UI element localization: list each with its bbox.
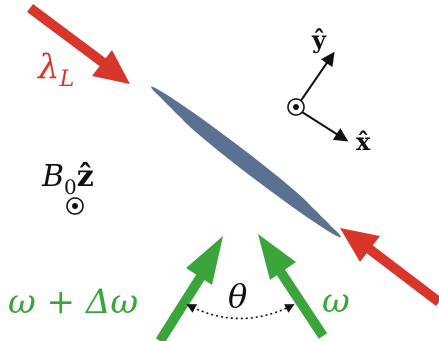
laser-wavelength-label: λL	[36, 47, 74, 92]
x-axis-line	[301, 111, 349, 142]
lattice-plane-4	[181, 116, 341, 238]
raman-arrowhead-right	[258, 234, 296, 280]
laser-beam-in	[27, 3, 130, 84]
y-axis-label: ŷ	[311, 25, 327, 54]
b-field-label: B0ẑ	[41, 159, 94, 199]
theta-label: θ	[228, 277, 247, 315]
x-axis-label: x̂	[356, 127, 371, 156]
laser-beam-out	[340, 228, 439, 306]
raman-beam-left	[155, 236, 223, 341]
laser-arrowhead-out	[340, 228, 380, 262]
b-field-dot-icon	[66, 197, 84, 215]
raman-beam-right	[258, 234, 328, 339]
y-axis-line	[299, 51, 335, 103]
raman-arrowhead-left	[186, 236, 223, 285]
omega-label: ω	[322, 281, 350, 321]
omega-plus-delta-label: ω + Δω	[8, 282, 138, 322]
laser-arrowhead-in	[92, 50, 130, 84]
lattice-planes	[151, 86, 341, 238]
z-out-of-plane-icon	[287, 98, 305, 116]
coordinate-axes	[287, 51, 349, 142]
